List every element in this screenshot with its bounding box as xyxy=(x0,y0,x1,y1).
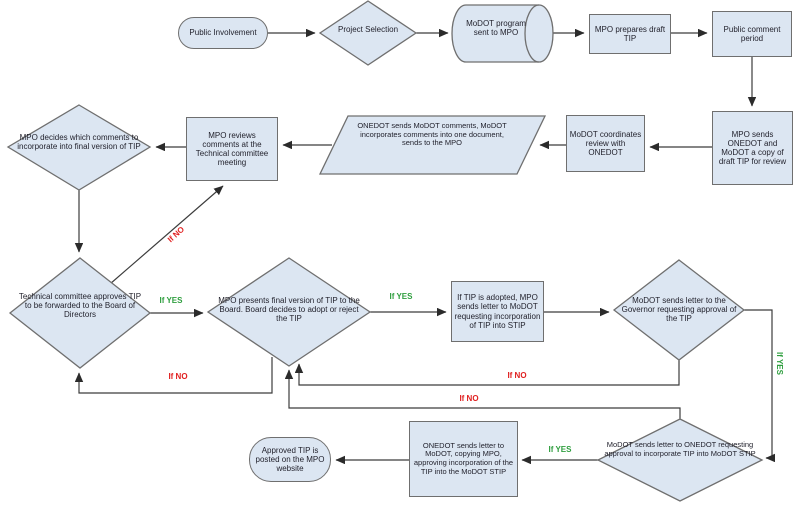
node-public-involvement-label: Public Involvement xyxy=(189,28,257,38)
connector-board-no-techcommittee xyxy=(74,357,273,394)
edge-label-board-yes: If YES xyxy=(389,292,413,301)
modot-program-cylinder-edge xyxy=(524,4,540,63)
node-governor-approval-label: MoDOT sends letter to the Governor reque… xyxy=(621,296,737,324)
governor-approval-diamond xyxy=(612,259,746,361)
node-modot-coordinates-label: MoDOT coordinates review with ONEDOT xyxy=(569,129,642,158)
edge-label-onedot-yes: If YES xyxy=(548,445,572,454)
project-selection-diamond xyxy=(318,0,418,66)
node-mpo-sends-copy: MPO sends ONEDOT and MoDOT a copy of dra… xyxy=(712,111,793,185)
connector-lines xyxy=(74,28,775,465)
connector-onedot-no-board xyxy=(284,369,681,419)
edge-label-techcommittee-yes: If YES xyxy=(159,296,183,305)
node-onedot-letter-label: ONEDOT sends letter to MoDOT, copying MP… xyxy=(413,440,514,476)
node-public-comment-label: Public comment period xyxy=(723,24,781,43)
node-public-comment: Public comment period xyxy=(712,11,792,57)
node-public-involvement: Public Involvement xyxy=(178,17,268,49)
onedot-approval-diamond xyxy=(596,418,764,502)
node-onedot-letter: ONEDOT sends letter to MoDOT, copying MP… xyxy=(409,421,518,497)
node-letter-to-modot-label: If TIP is adopted, MPO sends letter to M… xyxy=(454,293,541,330)
connector-governor-yes-onedot xyxy=(744,309,775,463)
onedot-comments-parallelogram xyxy=(318,115,547,175)
connector-governor-no-board xyxy=(294,360,680,386)
node-onedot-approval-label: MoDOT sends letter to ONEDOT requesting … xyxy=(604,440,756,458)
node-mpo-prepares-draft-label: MPO prepares draft TIP xyxy=(594,24,666,43)
connector-techcommittee-no-reviews xyxy=(109,185,224,285)
node-modot-program-label: MoDOT program sent to MPO xyxy=(466,19,526,38)
modot-program-cylinder xyxy=(451,4,554,63)
node-mpo-reviews: MPO reviews comments at the Technical co… xyxy=(186,117,278,181)
shape-layer xyxy=(6,0,764,502)
node-mpo-reviews-label: MPO reviews comments at the Technical co… xyxy=(195,130,269,168)
node-mpo-sends-copy-label: MPO sends ONEDOT and MoDOT a copy of dra… xyxy=(718,129,787,167)
edge-label-onedot-no: If NO xyxy=(459,394,479,403)
node-mpo-decides-label: MPO decides which comments to incorporat… xyxy=(17,133,141,152)
mpo-decides-diamond xyxy=(6,104,152,191)
node-tip-posted-label: Approved TIP is posted on the MPO websit… xyxy=(255,445,325,474)
node-modot-coordinates: MoDOT coordinates review with ONEDOT xyxy=(566,115,645,172)
node-tip-posted: Approved TIP is posted on the MPO websit… xyxy=(249,437,331,482)
edge-label-governor-yes: If YES xyxy=(775,352,784,375)
node-onedot-comments-label: ONEDOT sends MoDOT comments, MoDOT incor… xyxy=(357,121,507,148)
board-decides-diamond xyxy=(206,257,372,367)
node-project-selection-label: Project Selection xyxy=(337,25,399,34)
tech-committee-diamond xyxy=(8,257,152,369)
edge-label-governor-no: If NO xyxy=(507,371,527,380)
node-board-decides-label: MPO presents final version of TIP to the… xyxy=(218,296,360,324)
node-tech-committee-label: Technical committee approves TIP to be f… xyxy=(18,292,142,320)
edge-label-board-no: If NO xyxy=(168,372,188,381)
node-letter-to-modot: If TIP is adopted, MPO sends letter to M… xyxy=(451,281,544,342)
node-mpo-prepares-draft: MPO prepares draft TIP xyxy=(589,14,671,54)
